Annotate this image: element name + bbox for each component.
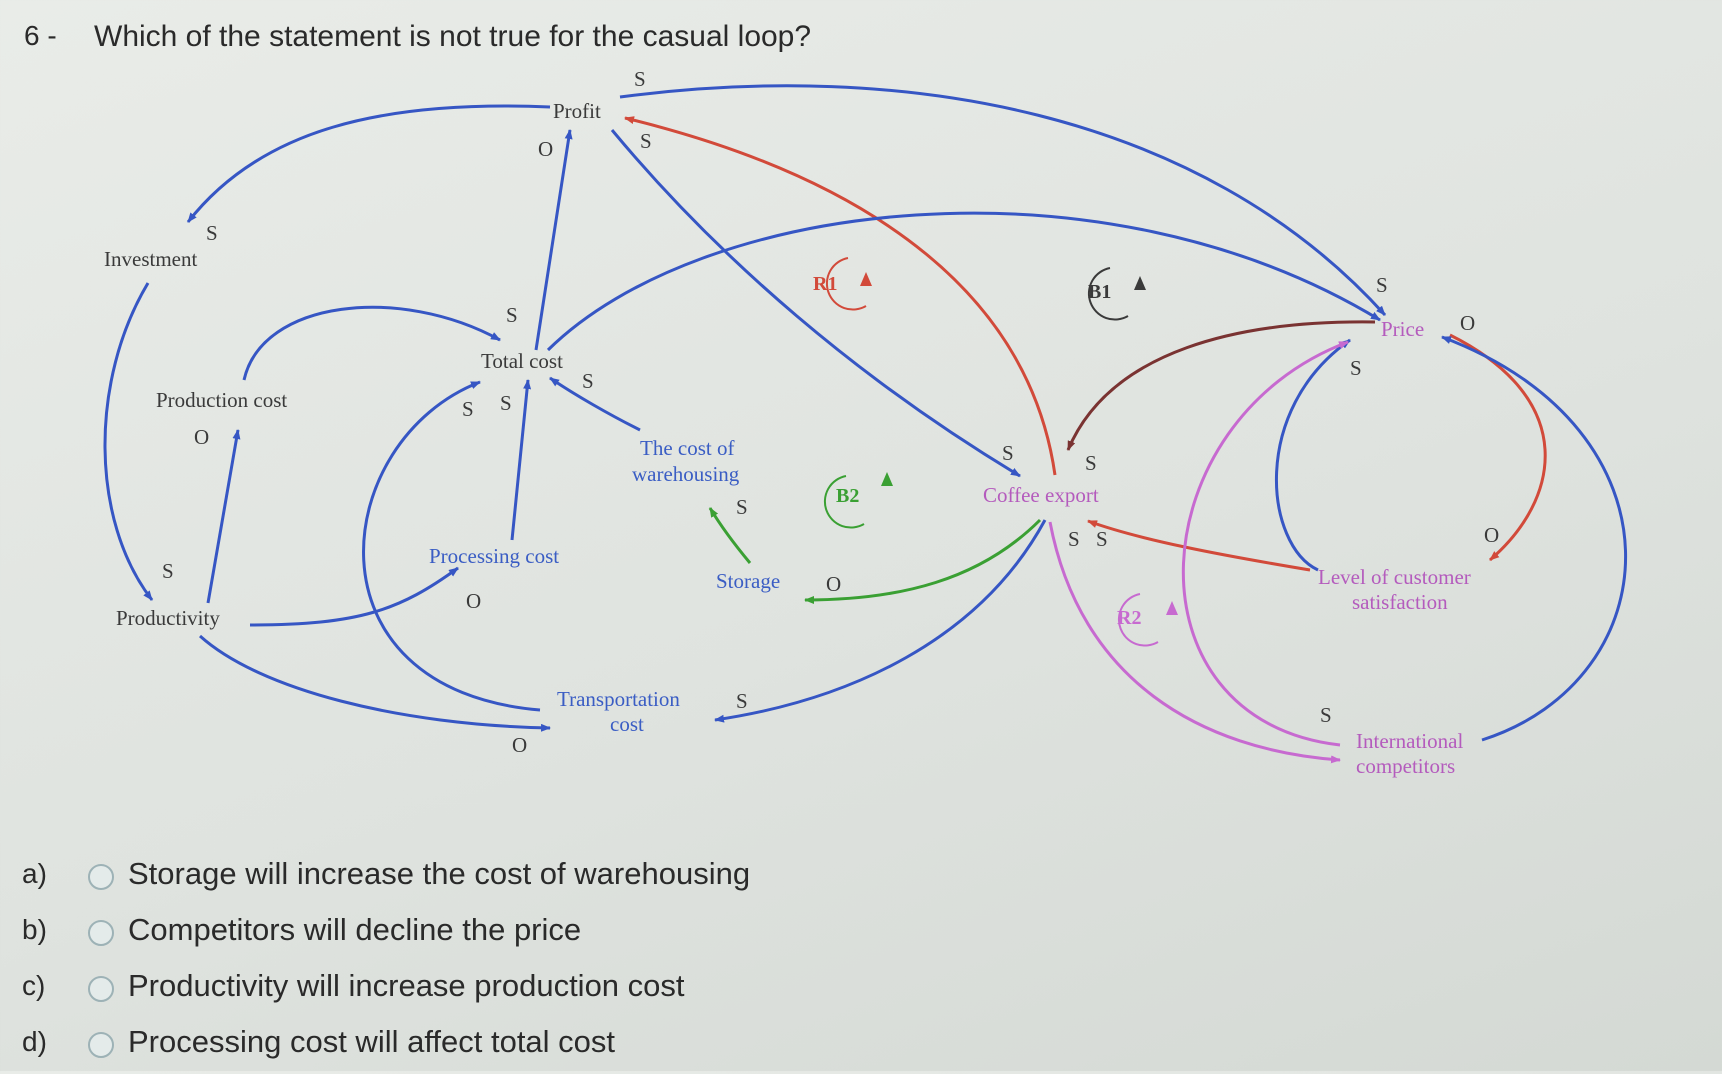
link-coffee-export-transportation	[714, 519, 1047, 723]
polarity-label: O	[538, 137, 553, 161]
radio-button[interactable]	[88, 864, 114, 890]
node-production-cost: Production cost	[156, 388, 287, 412]
node-satisfaction-line2: satisfaction	[1352, 590, 1448, 614]
link-profit-coffee-export	[610, 129, 1021, 478]
node-warehousing-line2: warehousing	[632, 462, 740, 486]
polarity-label: S	[1096, 527, 1108, 551]
link-productivity-production-cost	[206, 429, 241, 604]
option-letter: c)	[22, 970, 46, 1001]
loop-b2-label: B2	[836, 485, 859, 507]
option-label[interactable]: Storage will increase the cost of wareho…	[128, 856, 751, 891]
node-warehousing-line1: The cost of	[640, 436, 734, 460]
link-storage-warehousing	[708, 507, 752, 564]
option-label[interactable]: Processing cost will affect total cost	[128, 1024, 616, 1059]
polarity-label: S	[1320, 703, 1332, 727]
polarity-label: O	[512, 733, 527, 757]
node-satisfaction-line1: Level of customer	[1318, 565, 1471, 589]
node-transportation-line2: cost	[610, 712, 644, 736]
link-profit-price	[619, 84, 1387, 317]
polarity-label: S	[1376, 273, 1388, 297]
polarity-label: O	[1460, 311, 1475, 335]
node-total-cost: Total cost	[481, 349, 563, 373]
link-productivity-transportation	[198, 634, 551, 732]
polarity-label: S	[736, 495, 748, 519]
polarity-label: S	[462, 397, 474, 421]
causal-loop-diagram: R1 B1 B2 R2 Profit Investment Production…	[103, 67, 1628, 778]
polarity-label: S	[634, 67, 646, 91]
link-coffee-export-competitors	[1048, 521, 1341, 764]
question-text: Which of the statement is not true for t…	[94, 20, 812, 53]
node-competitors-line2: competitors	[1356, 754, 1455, 778]
polarity-label: S	[506, 303, 518, 327]
polarity-label: O	[466, 589, 481, 613]
link-price-satisfaction	[1449, 333, 1547, 562]
link-competitors-price	[1441, 335, 1628, 742]
option-label[interactable]: Productivity will increase production co…	[128, 968, 685, 1003]
link-coffee-export-storage	[804, 518, 1042, 604]
option-letter: b)	[22, 914, 47, 945]
question-number: 6 -	[24, 20, 57, 51]
polarity-label: S	[1068, 527, 1080, 551]
loop-r2-label: R2	[1117, 607, 1141, 629]
option-letter: d)	[22, 1026, 47, 1057]
polarity-label: S	[1002, 441, 1014, 465]
node-investment: Investment	[104, 247, 197, 271]
link-transportation-total-cost	[362, 380, 541, 712]
link-satisfaction-coffee-export	[1087, 519, 1311, 572]
link-investment-productivity	[103, 282, 154, 601]
link-coffee-export-profit	[624, 116, 1057, 476]
polarity-label: S	[206, 221, 218, 245]
link-warehousing-total-cost	[549, 376, 641, 432]
loop-b1-label: B1	[1088, 281, 1111, 303]
radio-button[interactable]	[88, 920, 114, 946]
node-processing-cost: Processing cost	[429, 544, 559, 568]
node-profit: Profit	[553, 99, 601, 123]
node-storage: Storage	[716, 569, 780, 593]
link-production-cost-total-cost	[242, 305, 501, 381]
option-letter: a)	[22, 858, 47, 889]
polarity-label: S	[500, 391, 512, 415]
polarity-label: S	[640, 129, 652, 153]
link-total-cost-price	[546, 211, 1381, 352]
polarity-label: S	[582, 369, 594, 393]
node-price: Price	[1381, 317, 1424, 341]
node-coffee-export: Coffee export	[983, 483, 1099, 507]
polarity-label: S	[736, 689, 748, 713]
link-productivity-processing-cost	[249, 566, 459, 627]
radio-button[interactable]	[88, 976, 114, 1002]
polarity-label: S	[1085, 451, 1097, 475]
node-productivity: Productivity	[116, 606, 220, 630]
polarity-label: O	[1484, 523, 1499, 547]
link-processing-cost-total-cost	[510, 379, 532, 541]
link-total-cost-profit	[534, 129, 573, 351]
node-transportation-line1: Transportation	[557, 687, 680, 711]
polarity-label: S	[162, 559, 174, 583]
link-profit-investment	[186, 104, 551, 223]
loop-r1-label: R1	[813, 273, 837, 295]
link-price-coffee-export	[1066, 320, 1376, 451]
polarity-label: O	[194, 425, 209, 449]
polarity-label: O	[826, 572, 841, 596]
option-label[interactable]: Competitors will decline the price	[128, 912, 582, 947]
link-satisfaction-price	[1275, 338, 1351, 572]
polarity-label: S	[1350, 356, 1362, 380]
node-competitors-line1: International	[1356, 729, 1463, 753]
radio-button[interactable]	[88, 1032, 114, 1058]
link-competitors-price-pink	[1182, 340, 1349, 747]
